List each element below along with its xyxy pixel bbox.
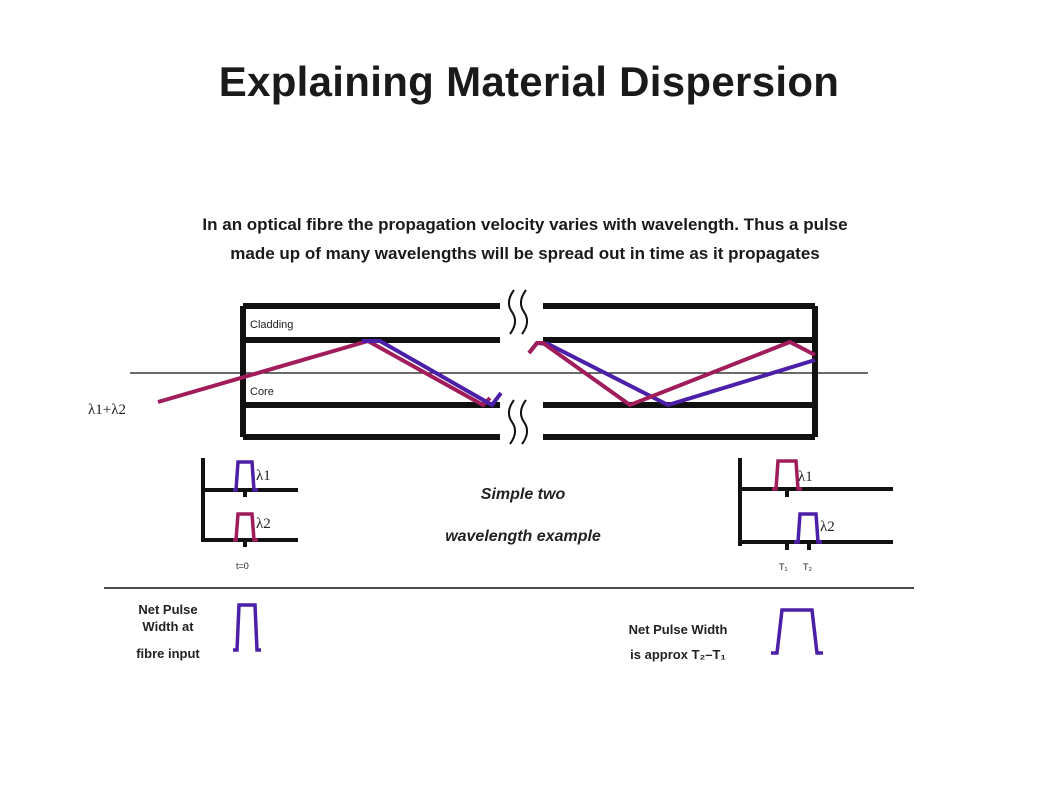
input-wavelengths-label: λ1+λ2	[88, 402, 126, 418]
output-lambda1-label: λ1	[798, 469, 813, 485]
net-pulse-output-shape	[771, 608, 823, 655]
ray-lambda1-left	[362, 339, 503, 408]
net-pulse-input-line-1: Net Pulse	[138, 602, 197, 617]
fibre-break-bottom	[508, 399, 528, 445]
net-pulse-output-line-1: Net Pulse Width	[629, 622, 728, 637]
output-pulse-lambda1	[772, 459, 802, 491]
net-pulse-output: Net Pulse Width is approx T₂–T₁	[629, 608, 823, 662]
example-caption-line-1: Simple two	[481, 486, 566, 503]
intro-line-2: made up of many wavelengths will be spre…	[230, 244, 820, 263]
output-pulse-plots: λ1 λ2 T₁ T₂	[738, 458, 893, 572]
example-caption-line-2: wavelength example	[445, 528, 601, 545]
ray-lambda2-right	[527, 339, 816, 408]
ray-paths	[157, 338, 816, 408]
output-t1-label: T₁	[779, 562, 788, 572]
input-pulse-plots: λ1 λ2 t=0	[201, 458, 298, 571]
input-lambda2-label: λ2	[256, 516, 271, 532]
core-label: Core	[250, 386, 274, 398]
output-pulse-lambda2	[794, 512, 822, 544]
output-t2-label: T₂	[803, 562, 812, 572]
input-lambda1-label: λ1	[256, 468, 271, 484]
fibre-diagram: Cladding Core λ1+λ2	[88, 289, 868, 445]
fibre-right-segment	[543, 303, 818, 440]
intro-line-1: In an optical fibre the propagation velo…	[202, 215, 848, 234]
input-pulse-lambda2	[233, 512, 258, 542]
ray-lambda1-right	[527, 340, 816, 408]
slide-title: Explaining Material Dispersion	[218, 58, 840, 105]
input-time-label: t=0	[236, 561, 249, 571]
fibre-break-top	[508, 289, 528, 335]
input-pulse-lambda1	[233, 460, 258, 492]
output-lambda2-label: λ2	[820, 519, 835, 535]
net-pulse-input-shape	[233, 603, 261, 652]
net-pulse-output-line-2: is approx T₂–T₁	[630, 647, 726, 662]
net-pulse-input-line-3: fibre input	[136, 646, 200, 661]
cladding-label: Cladding	[250, 319, 293, 331]
net-pulse-input-line-2: Width at	[142, 619, 194, 634]
net-pulse-input: Net Pulse Width at fibre input	[136, 602, 261, 661]
input-plot-axes	[201, 458, 298, 547]
